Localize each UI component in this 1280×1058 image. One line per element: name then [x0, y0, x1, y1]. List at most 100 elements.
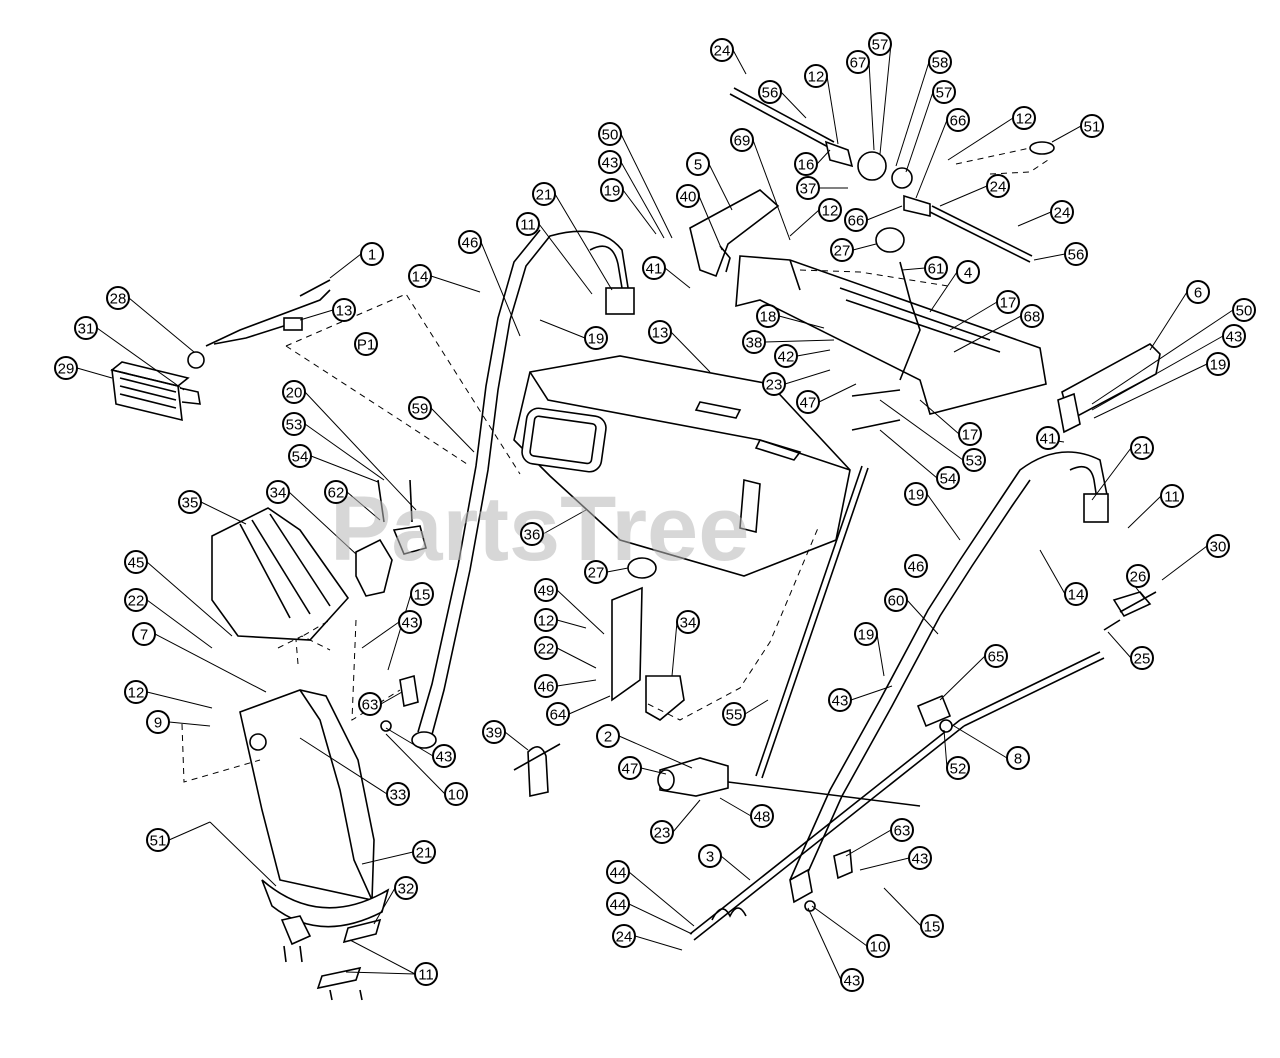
callout-label: 11	[1164, 489, 1180, 506]
callout-53: 53	[962, 448, 986, 472]
callout-label: 61	[928, 261, 945, 278]
callout-circle	[410, 582, 434, 606]
callout-44: 44	[606, 892, 630, 916]
callout-46: 46	[534, 674, 558, 698]
callout-label: 31	[78, 321, 95, 338]
callout-label: 10	[870, 939, 887, 956]
callout-label: 60	[888, 593, 905, 610]
callout-label: 43	[1226, 329, 1243, 346]
callout-circle	[606, 892, 630, 916]
discharge-chute	[239, 689, 390, 1001]
callout-label: 10	[448, 787, 465, 804]
callout-label: 50	[1236, 303, 1253, 320]
callout-label: 24	[990, 179, 1007, 196]
callout-2: 2	[596, 724, 620, 748]
callout-label: 24	[714, 43, 731, 60]
callout-46: 46	[904, 554, 928, 578]
callout-circle	[606, 860, 630, 884]
callout-label: 12	[808, 69, 825, 86]
callout-label: 44	[610, 897, 627, 914]
callout-label: 54	[940, 471, 957, 488]
callout-label: 22	[538, 641, 555, 658]
callout-58: 58	[928, 50, 952, 74]
callout-label: 29	[58, 361, 75, 378]
callout-label: 54	[292, 449, 309, 466]
callout-circle	[1130, 646, 1154, 670]
callout-label: 35	[182, 495, 199, 512]
lower-rod	[689, 651, 1105, 941]
callout-circle	[124, 550, 148, 574]
callout-35: 35	[178, 490, 202, 514]
callout-label: 37	[800, 181, 817, 198]
callout-circle	[1036, 426, 1060, 450]
callout-circle	[458, 230, 482, 254]
callout-label: 68	[1024, 309, 1041, 326]
callout-21: 21	[412, 840, 436, 864]
callout-38: 38	[742, 330, 766, 354]
callout-label: 64	[550, 707, 567, 724]
callout-circle	[804, 64, 828, 88]
callout-label: 19	[588, 331, 605, 348]
callout-circle	[358, 692, 382, 716]
callout-15: 15	[920, 914, 944, 938]
callout-27: 27	[584, 560, 608, 584]
callout-43: 43	[840, 968, 864, 992]
callout-label: 51	[150, 833, 167, 850]
callout-label: 45	[128, 555, 145, 572]
callout-circle	[1020, 304, 1044, 328]
callout-label: 42	[778, 349, 795, 366]
callout-8: 8	[1006, 746, 1030, 770]
callout-circle	[698, 844, 722, 868]
callout-label: 8	[1014, 751, 1022, 768]
callout-label: 7	[140, 627, 148, 644]
callout-label: 16	[798, 157, 815, 174]
callout-circle	[722, 702, 746, 726]
callout-circle	[1126, 564, 1150, 588]
callout-circle	[648, 320, 672, 344]
callout-circle	[288, 444, 312, 468]
callout-circle	[796, 176, 820, 200]
callout-circle	[412, 840, 436, 864]
callout-label: 19	[604, 183, 621, 200]
callout-circle	[354, 332, 378, 356]
callout-circle	[1160, 484, 1184, 508]
callout-label: 5	[694, 157, 702, 174]
callout-label: 2	[604, 729, 612, 746]
callout-28: 28	[106, 286, 130, 310]
callout-P1: P1	[354, 332, 378, 356]
callout-circle	[146, 828, 170, 852]
callout-circle	[360, 242, 384, 266]
callout-circle	[408, 264, 432, 288]
callout-66: 66	[844, 208, 868, 232]
leader-lines	[76, 43, 1234, 981]
callout-circle	[946, 756, 970, 780]
callout-19: 19	[904, 482, 928, 506]
callout-51: 51	[1080, 114, 1104, 138]
left-bracket	[380, 674, 419, 732]
callout-48: 48	[750, 804, 774, 828]
callout-circle	[282, 412, 306, 436]
callout-label: 56	[1068, 247, 1085, 264]
callout-circle	[818, 198, 842, 222]
callout-label: 66	[848, 213, 865, 230]
callout-23: 23	[650, 820, 674, 844]
callout-52: 52	[946, 756, 970, 780]
callout-circle	[958, 422, 982, 446]
callout-1: 1	[360, 242, 384, 266]
callout-circle	[828, 688, 852, 712]
callout-43: 43	[398, 610, 422, 634]
callout-label: 19	[1210, 357, 1227, 374]
callout-label: 56	[762, 85, 779, 102]
callout-66: 66	[946, 108, 970, 132]
callout-label: 43	[844, 973, 861, 990]
callout-label: 33	[390, 787, 407, 804]
callout-24: 24	[612, 924, 636, 948]
callout-13: 13	[332, 298, 356, 322]
callout-67: 67	[846, 50, 870, 74]
callout-label: 43	[402, 615, 419, 632]
callout-circle	[1232, 298, 1256, 322]
callout-label: 55	[726, 707, 743, 724]
callout-14: 14	[1064, 582, 1088, 606]
callout-label: 24	[1054, 205, 1071, 222]
callout-19: 19	[854, 622, 878, 646]
